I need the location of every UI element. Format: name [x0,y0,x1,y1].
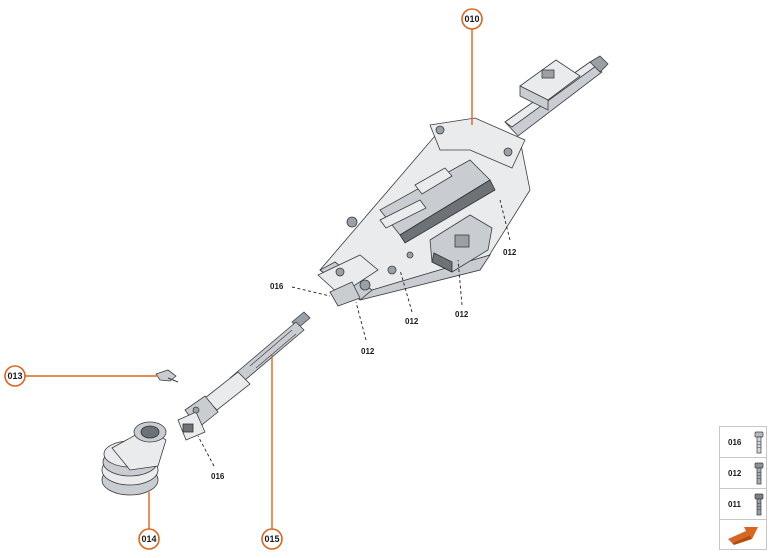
intermediate-shaft [177,311,311,441]
orange-arrow-icon[interactable] [720,520,766,549]
part-label-012-mid-a: 012 [405,317,419,326]
svg-text:010: 010 [464,14,479,24]
part-label-012-right: 012 [503,248,517,257]
legend-row-012[interactable]: 012 [720,458,766,489]
legend-code: 012 [728,469,742,478]
svg-text:013: 013 [7,371,22,381]
bolt-icon [754,493,764,516]
legend-code: 016 [728,438,742,447]
part-label-012-mid-b: 012 [455,310,469,319]
svg-text:014: 014 [141,534,156,544]
callout-014[interactable]: 014 [138,528,160,550]
legend-code: 011 [728,500,741,509]
legend-row-011[interactable]: 011 [720,489,766,520]
callout-010[interactable]: 010 [461,8,483,30]
legend-row-016[interactable]: 016 [720,427,766,458]
callout-013[interactable]: 013 [4,365,26,387]
fastener-legend: 016 012 011 [719,426,767,550]
svg-text:015: 015 [264,534,279,544]
steering-column-assembly [317,55,609,307]
bolt-icon [754,431,764,454]
bolt-icon [754,462,764,485]
part-label-016-bottom: 016 [211,472,225,481]
clip-part [155,369,179,383]
part-label-012-low: 012 [361,347,375,356]
boot-gaiter-part [101,421,167,496]
part-label-016-top: 016 [270,282,284,291]
callout-015[interactable]: 015 [261,528,283,550]
leader-lines [24,28,511,530]
